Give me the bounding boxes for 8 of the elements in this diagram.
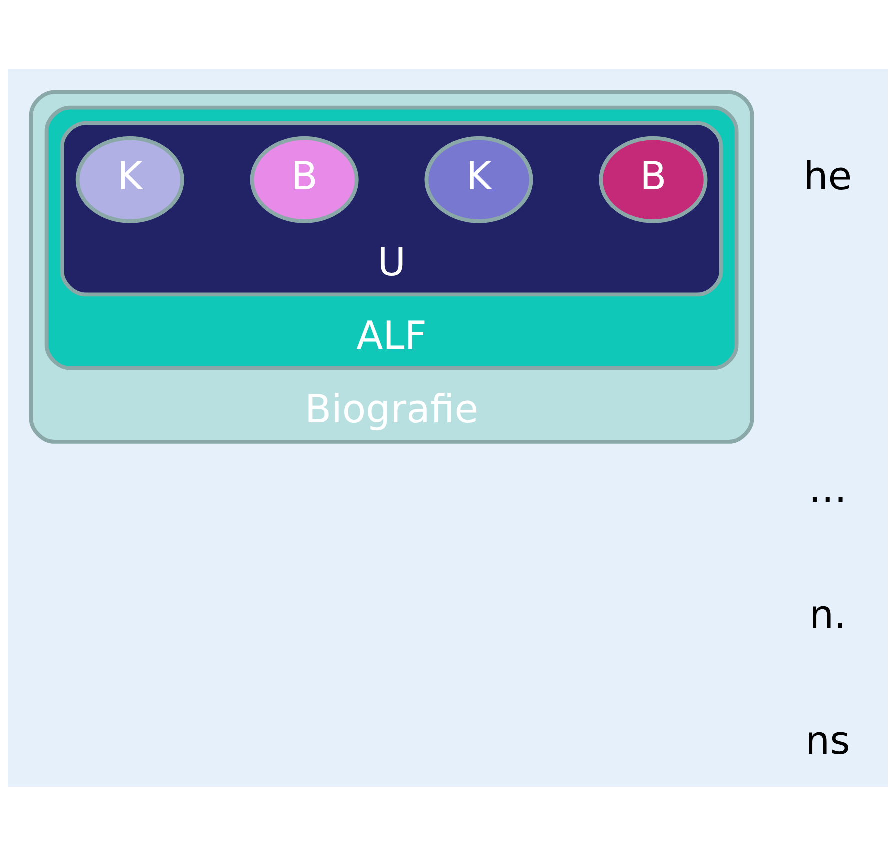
label: n. [809,593,846,638]
label: … [808,467,848,512]
label: ns [806,719,850,764]
node-ellipse: K [424,136,534,224]
node-ellipse: K [76,136,184,224]
node-ellipse: B [599,136,708,224]
node-ellipse: B [250,136,359,224]
label: he [804,154,852,200]
